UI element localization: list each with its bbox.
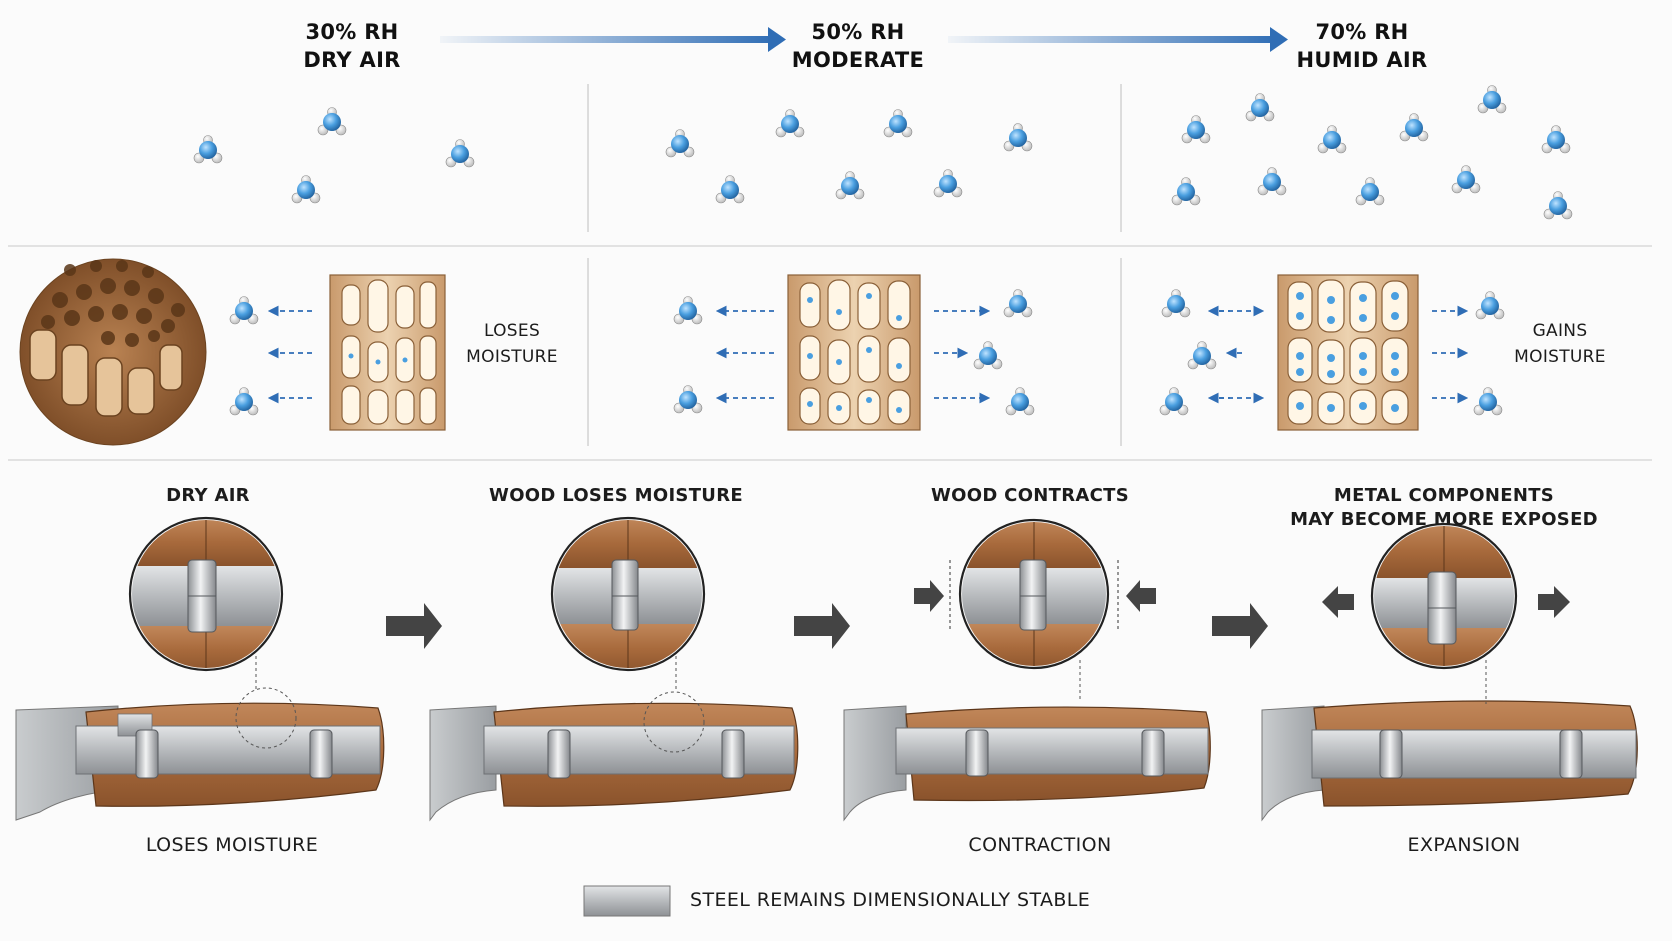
step-caption-4: EXPANSION [1407, 834, 1521, 856]
stage-header-humid: 70% RH HUMID AIR [1296, 18, 1427, 74]
flow-arrow-2 [948, 36, 1278, 43]
step-caption-1: LOSES MOISTURE [145, 834, 319, 856]
step-title-2: WOOD LOSES MOISTURE [489, 485, 743, 506]
step-title-1: DRY AIR [166, 485, 250, 506]
zoom-circle-1 [128, 516, 284, 672]
stage-rh: 30% RH [305, 20, 399, 44]
knife-1 [15, 656, 385, 821]
stage-name: HUMID AIR [1296, 48, 1428, 72]
water-molecules-dry [193, 107, 475, 204]
loses-moisture-label: LOSES MOISTURE [466, 321, 558, 367]
knife-2 [429, 656, 799, 822]
flow-arrow-1 [440, 36, 775, 43]
wood-cell-strip-moderate [787, 274, 921, 431]
wood-cell-strip-humid [1277, 274, 1419, 431]
water-molecules-humid [1171, 85, 1573, 220]
zoom-circle-4 [1322, 522, 1570, 670]
stage-header-dry: 30% RH DRY AIR [303, 18, 400, 74]
step-title-4: METAL COMPONENTS MAY BECOME MORE EXPOSED [1290, 485, 1598, 530]
step-title-3: WOOD CONTRACTS [931, 485, 1129, 506]
wood-end-grain-closeup [19, 258, 207, 446]
stage-rh: 50% RH [811, 20, 905, 44]
zoom-circle-2 [550, 516, 706, 672]
step-caption-3: CONTRACTION [968, 834, 1112, 856]
steel-legend-swatch [583, 885, 671, 917]
knife-4 [1261, 660, 1638, 822]
knife-3 [843, 660, 1211, 822]
water-molecules-moderate [665, 109, 1033, 204]
stage-name: DRY AIR [303, 48, 401, 72]
stage-header-moderate: 50% RH MODERATE [792, 18, 924, 74]
zoom-circle-3 [914, 518, 1156, 670]
steel-legend-label: STEEL REMAINS DIMENSIONALLY STABLE [690, 889, 1091, 911]
wood-cell-strip-dry [329, 274, 446, 431]
gains-moisture-label: GAINS MOISTURE [1514, 321, 1606, 367]
stage-rh: 70% RH [1315, 20, 1409, 44]
stage-name: MODERATE [791, 48, 925, 72]
